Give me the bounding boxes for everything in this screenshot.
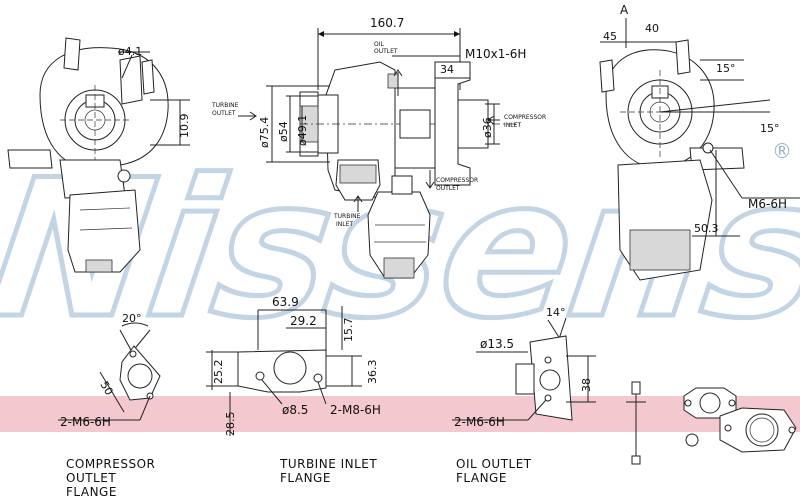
section-label: A <box>620 3 629 17</box>
caption-oil-1: OIL OUTLET <box>456 457 532 471</box>
highlight-band <box>0 396 800 432</box>
caption-turbine-2: FLANGE <box>280 471 331 485</box>
caption-oil-2: FLANGE <box>456 471 507 485</box>
dim-turbine-outlet-2: ø54 <box>277 121 290 142</box>
oil-outlet-flange: 14° ø13.5 38 2-M6-6H OIL OUTLET FLANGE <box>452 306 596 485</box>
turbine-inlet-flange: 63.9 29.2 15.7 25.2 36.3 28.5 ø8.5 2-M8-… <box>206 295 381 485</box>
flange-t-height3: 36.3 <box>366 360 379 385</box>
turbo-right-view: A 45 40 15° 15° M6-6H 50.3 <box>599 3 800 281</box>
flange-t-height2: 25.2 <box>212 360 225 385</box>
label-turbine-inlet-1: TURBINE <box>333 213 361 220</box>
dim-left-height: 10.9 <box>178 114 191 139</box>
dim-oil-thread: M10x1-6H <box>465 47 526 61</box>
caption-compressor-1: COMPRESSOR <box>66 457 155 471</box>
label-oil-outlet-1: OIL <box>374 41 384 48</box>
dim-angle-15a: 15° <box>716 62 736 75</box>
label-turbine-outlet-2: OUTLET <box>212 110 236 117</box>
dim-turbine-outlet-3: ø49.1 <box>296 115 309 146</box>
flange-c-thread: 2-M6-6H <box>60 415 111 429</box>
flange-t-height1: 15.7 <box>342 318 355 343</box>
caption-turbine-1: TURBINE INLET <box>279 457 377 471</box>
dim-overall-length: 160.7 <box>370 16 404 30</box>
flange-t-width2: 29.2 <box>290 314 317 328</box>
label-turbine-outlet-1: TURBINE <box>211 102 239 109</box>
accessory-parts <box>626 381 797 465</box>
dim-pin-diameter: ø4.1 <box>118 45 142 58</box>
label-compressor-inlet-2: INLET <box>504 122 521 129</box>
label-compressor-inlet-1: COMPRESSOR <box>504 114 546 121</box>
dim-34: 34 <box>440 63 454 76</box>
dim-turbine-outlet-1: ø75.4 <box>258 117 271 148</box>
flange-c-angle: 20° <box>122 312 142 325</box>
registered-mark: ® <box>772 139 792 163</box>
flange-t-hole: ø8.5 <box>282 403 308 417</box>
dim-angle-15b: 15° <box>760 122 780 135</box>
caption-compressor-3: FLANGE <box>66 485 117 499</box>
flange-o-angle: 14° <box>546 306 566 319</box>
flange-o-height: 38 <box>580 378 593 392</box>
flange-t-width1: 63.9 <box>272 295 299 309</box>
label-oil-outlet-2: OUTLET <box>374 48 398 55</box>
flange-t-height4: 28.5 <box>224 412 237 437</box>
flange-o-thread: 2-M6-6H <box>454 415 505 429</box>
dim-thread-right: M6-6H <box>748 197 787 211</box>
flange-t-thread: 2-M8-6H <box>330 403 381 417</box>
caption-compressor-2: OUTLET <box>66 471 116 485</box>
label-compressor-outlet-2: OUTLET <box>436 185 460 192</box>
turbo-side-view: 160.7 OIL OUTLET M10x1-6H COMPRESSOR INL… <box>211 16 546 279</box>
label-turbine-inlet-2: INLET <box>336 221 353 228</box>
dim-compressor-inlet: ø36 <box>481 117 494 138</box>
compressor-outlet-flange: 20° 50 2-M6-6H COMPRESSOR OUTLET FLANGE <box>58 312 161 499</box>
label-compressor-outlet-1: COMPRESSOR <box>436 177 478 184</box>
flange-c-distance: 50 <box>97 379 115 398</box>
turbo-left-view: ø4.1 10.9 <box>7 37 191 273</box>
dim-40: 40 <box>645 22 659 35</box>
flange-o-diameter: ø13.5 <box>480 337 514 351</box>
dim-45: 45 <box>603 30 617 43</box>
dim-right-503: 50.3 <box>694 222 719 235</box>
